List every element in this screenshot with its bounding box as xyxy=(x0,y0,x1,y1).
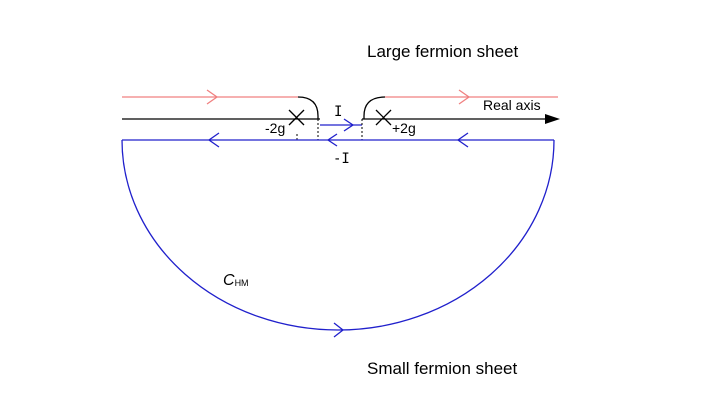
real-axis-arrowhead xyxy=(545,114,560,124)
contour-label: CHM xyxy=(223,272,249,289)
left-branch-point-cross xyxy=(288,109,305,126)
real-axis-label: Real axis xyxy=(483,97,541,113)
large-sheet-left-arrow xyxy=(206,89,219,105)
small-sheet-right-arrow xyxy=(456,132,469,148)
small-sheet-left-arrow xyxy=(207,132,220,148)
interval-upper-arrow xyxy=(343,118,355,132)
contour-subscript: HM xyxy=(235,278,249,288)
interval-upper-label: I xyxy=(334,104,342,120)
right-branch-cap xyxy=(363,96,386,119)
contour-chm-arrow xyxy=(333,322,345,338)
contour-main-letter: C xyxy=(223,272,235,289)
small-sheet-label: Small fermion sheet xyxy=(367,359,518,378)
large-sheet-right-arrow xyxy=(458,89,471,105)
contour-chm-arc xyxy=(121,139,555,331)
right-branch-point-cross xyxy=(375,109,392,126)
interval-lower-label: -I xyxy=(333,151,350,167)
left-branch-cap xyxy=(297,96,319,119)
left-branch-label: -2g xyxy=(265,120,285,136)
right-branch-label: +2g xyxy=(392,120,416,136)
large-sheet-label: Large fermion sheet xyxy=(367,42,518,61)
